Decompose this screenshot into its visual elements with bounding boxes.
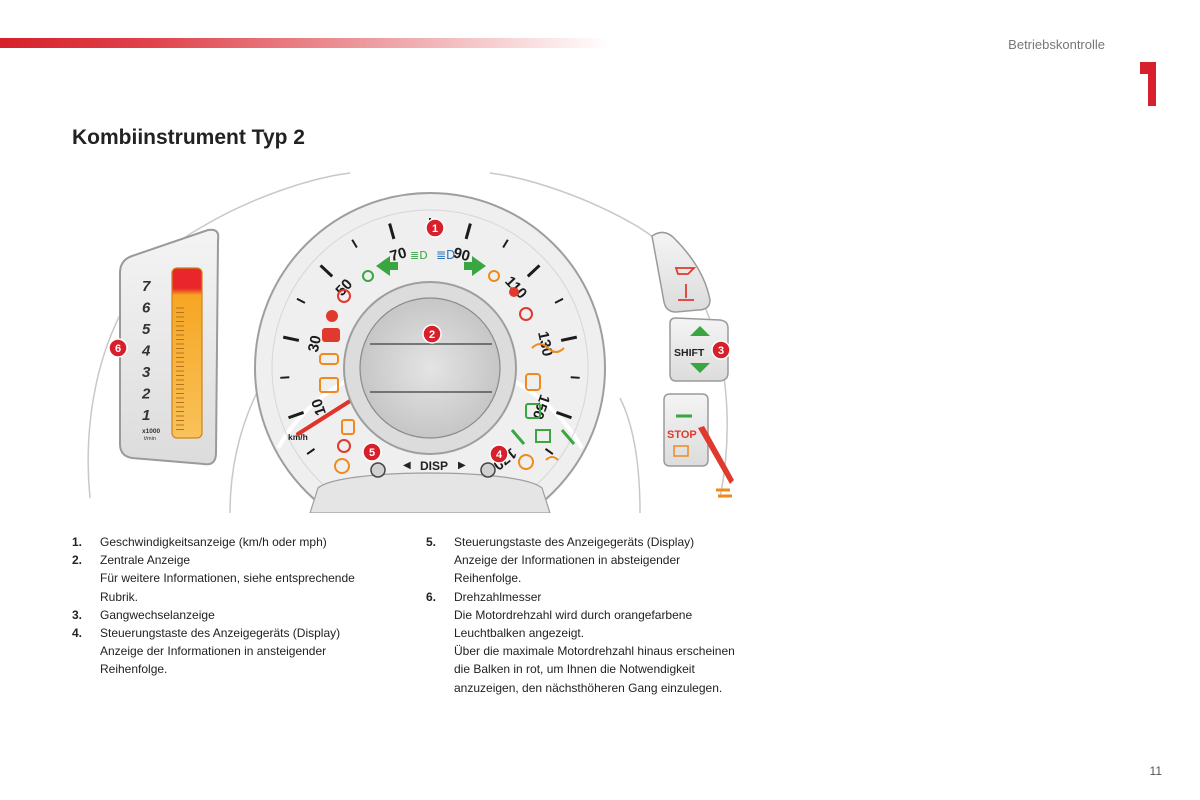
- callout-number: 3: [718, 345, 724, 357]
- disp-panel: [309, 472, 551, 513]
- speed-tick: [287, 411, 305, 420]
- svg-text:≣D: ≣D: [410, 249, 428, 262]
- speed-tick: [560, 335, 578, 342]
- rpm-tick-label: 3: [142, 364, 151, 381]
- legend-item: 5. Steuerungstaste des Anzeigegeräts (Dis…: [426, 533, 746, 588]
- callout-number: 1: [432, 223, 438, 235]
- disp-button-right: [480, 462, 496, 478]
- legend-text: Gangwechselanzeige: [100, 607, 215, 622]
- header-accent-bar: [0, 38, 610, 48]
- callout-marker: [108, 338, 128, 358]
- legend-text: Geschwindigkeitsanzeige (km/h oder mph): [100, 535, 327, 549]
- legend-text: Steuerungstaste des Anzeigegeräts (Displ…: [454, 535, 695, 586]
- rpm-unit: t/min: [144, 436, 156, 442]
- speed-tick-label: 70: [388, 244, 409, 265]
- speed-tick: [280, 376, 290, 379]
- callout-marker: [489, 444, 509, 464]
- speed-tick: [351, 239, 358, 248]
- legend-number: 4.: [72, 626, 83, 641]
- oil-temp-panel: [651, 231, 711, 313]
- disp-right-arrow: ▶: [458, 460, 466, 471]
- speed-tick: [319, 264, 334, 278]
- legend-item: 4. Steuerungstaste des Anzeigegeräts (Dis…: [72, 624, 392, 679]
- callout-number: 4: [496, 449, 503, 461]
- shift-up-icon: [690, 326, 710, 336]
- section-label: Betriebskontrolle: [1008, 37, 1105, 52]
- warning-lamps: ≣D ≣D: [319, 248, 576, 474]
- legend-left-column: 1. Geschwindigkeitsanzeige (km/h oder mph…: [72, 533, 392, 679]
- speedometer-needle: [296, 399, 352, 436]
- legend-text: Zentrale Anzeige Für weitere Information…: [100, 553, 355, 604]
- svg-text:≣D: ≣D: [436, 248, 455, 262]
- rpm-tick-label: 4: [141, 343, 151, 360]
- speed-tick: [554, 297, 564, 304]
- legend-number: 5.: [426, 535, 437, 549]
- page-title: Kombiinstrument Typ 2: [72, 126, 305, 149]
- legend-text: Steuerungstaste des Anzeigegeräts (Displ…: [100, 626, 341, 677]
- callout-marker: [425, 218, 445, 238]
- speed-tick: [544, 448, 554, 455]
- speed-tick: [296, 297, 306, 304]
- callout-marker: [422, 324, 442, 344]
- legend-text: Drehzahlmesser Die Motordrehzahl wird du…: [454, 589, 735, 695]
- speed-tick-label: 10: [308, 396, 330, 417]
- disp-left-arrow: ◀: [403, 460, 411, 471]
- rpm-tick-label: 6: [142, 300, 151, 317]
- callout-number: 2: [429, 329, 435, 341]
- speed-tick: [464, 223, 472, 240]
- stop-panel: [663, 393, 709, 467]
- legend-number: 1.: [72, 535, 83, 549]
- legend-number: 2.: [72, 553, 83, 568]
- callout-marker: [711, 340, 731, 360]
- rpm-tick-label: 7: [142, 278, 151, 295]
- shift-label: SHIFT: [674, 347, 705, 359]
- stop-label: STOP: [667, 429, 697, 441]
- legend-item: 3. Gangwechselanzeige: [72, 606, 392, 624]
- shift-panel: [669, 317, 729, 382]
- speed-tick: [388, 223, 396, 240]
- speed-tick: [282, 335, 300, 342]
- legend-item: 2. Zentrale Anzeige Für weitere Informati…: [72, 551, 392, 606]
- stop-pointer: [698, 426, 734, 484]
- speed-unit: km/h: [288, 432, 308, 442]
- speed-tick: [306, 448, 316, 455]
- legend-item: 1. Geschwindigkeitsanzeige (km/h oder mph…: [72, 533, 392, 551]
- page-number: 11: [1149, 764, 1162, 778]
- speed-tick-label: 30: [305, 334, 325, 354]
- callout-marker: [362, 442, 382, 462]
- speed-tick: [526, 264, 541, 278]
- rpm-tick-label: 2: [141, 386, 151, 403]
- speed-tick: [555, 411, 573, 420]
- speed-tick: [502, 239, 509, 248]
- rpm-unit-multiplier: x1000: [142, 428, 160, 435]
- disp-button-left: [370, 462, 386, 478]
- rpm-tick-label: 5: [142, 321, 151, 338]
- rpm-bar: [171, 267, 203, 439]
- legend-number: 3.: [72, 607, 83, 622]
- chapter-number-marker: [1140, 62, 1156, 106]
- legend-item: 6. Drehzahlmesser Die Motordrehzahl wird …: [426, 588, 746, 697]
- legend-number: 6.: [426, 589, 437, 604]
- speed-tick: [570, 376, 580, 379]
- callout-number: 6: [115, 343, 121, 355]
- shift-down-icon: [690, 363, 710, 373]
- speed-tick-label: 90: [451, 244, 472, 265]
- rpm-panel: [119, 228, 220, 466]
- callout-number: 5: [369, 447, 375, 459]
- legend-right-column: 5. Steuerungstaste des Anzeigegeräts (Dis…: [426, 533, 746, 697]
- disp-label: DISP: [420, 459, 448, 473]
- rpm-tick-label: 1: [142, 407, 150, 424]
